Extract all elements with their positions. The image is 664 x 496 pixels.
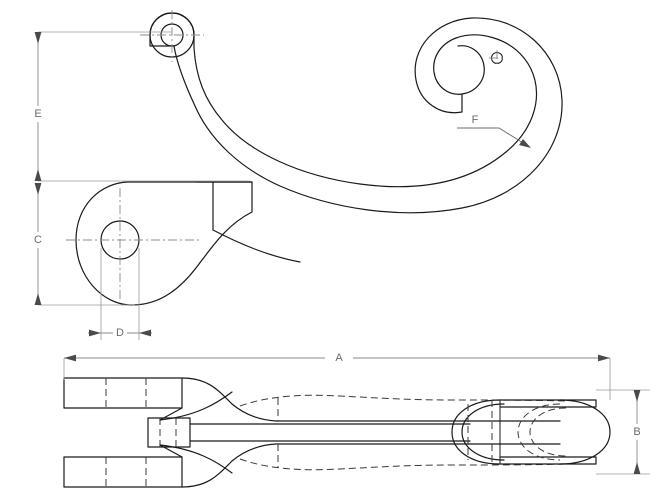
dimension-f-arrow	[519, 139, 531, 148]
plan-nose-flange-upper	[499, 399, 597, 408]
plan-hook-tip-hidden-arc-2	[529, 407, 567, 457]
plan-upper-web-taper	[159, 391, 233, 421]
dimension-b-arrow-top	[633, 390, 641, 402]
dimension-a-arrow-right	[598, 354, 610, 362]
dimension-b-arrow-bottom	[633, 462, 641, 474]
lower-shank-edge	[212, 229, 301, 263]
plan-hook-tip-outer	[559, 399, 611, 465]
side-elevation-view: E C D F	[31, 10, 563, 341]
dimension-b-text-mask	[630, 424, 644, 440]
plan-hook-nose-inner-2	[461, 403, 505, 461]
dimension-f: F	[457, 114, 531, 148]
dimension-d-label: D	[116, 327, 124, 339]
plan-body-upper-taper	[159, 407, 183, 421]
plan-lower-web-taper	[159, 444, 233, 474]
dimension-f-leader-line	[457, 127, 529, 147]
dimension-a-arrow-left	[64, 354, 76, 362]
dimension-d-text-mask	[113, 325, 127, 341]
plan-hook-nose-inner	[451, 399, 501, 465]
dimension-f-label: F	[472, 114, 479, 126]
dimension-e-label: E	[34, 108, 41, 120]
dimension-c-label: C	[34, 234, 42, 246]
dimension-a: A	[63, 352, 611, 400]
dimension-e-arrow-bottom	[34, 169, 42, 181]
hook-body-outline	[149, 12, 563, 214]
dimension-c-arrow-top	[34, 183, 42, 195]
dimension-b-label: B	[633, 426, 640, 438]
plan-hidden-contour-lower	[239, 458, 567, 471]
dimension-e-arrow-top	[34, 32, 42, 44]
plan-nose-flange-lower	[499, 456, 597, 465]
plan-body-lower-taper	[159, 444, 183, 458]
dimension-d-arrow-right	[139, 329, 151, 337]
plan-bottom-view: A B	[63, 352, 650, 488]
dimension-d: D	[88, 248, 152, 341]
plan-body-lower-outline	[181, 443, 561, 488]
hole-marker-hook-tip	[489, 50, 505, 66]
plan-hidden-contour-upper	[239, 394, 567, 407]
hook-throat-inner-curve	[457, 45, 485, 95]
dimension-e-text-mask	[31, 106, 45, 122]
dimension-e: E	[31, 31, 250, 182]
dimension-c-arrow-bottom	[34, 293, 42, 305]
dimension-c: C	[31, 183, 135, 306]
dimension-d-arrow-left	[89, 329, 101, 337]
plan-body-upper-outline	[181, 377, 561, 422]
dimension-c-text-mask	[31, 232, 45, 248]
plan-hook-tip-hidden-arc	[517, 403, 561, 461]
dimension-a-label: A	[335, 352, 343, 364]
dimension-b: B	[596, 389, 650, 475]
